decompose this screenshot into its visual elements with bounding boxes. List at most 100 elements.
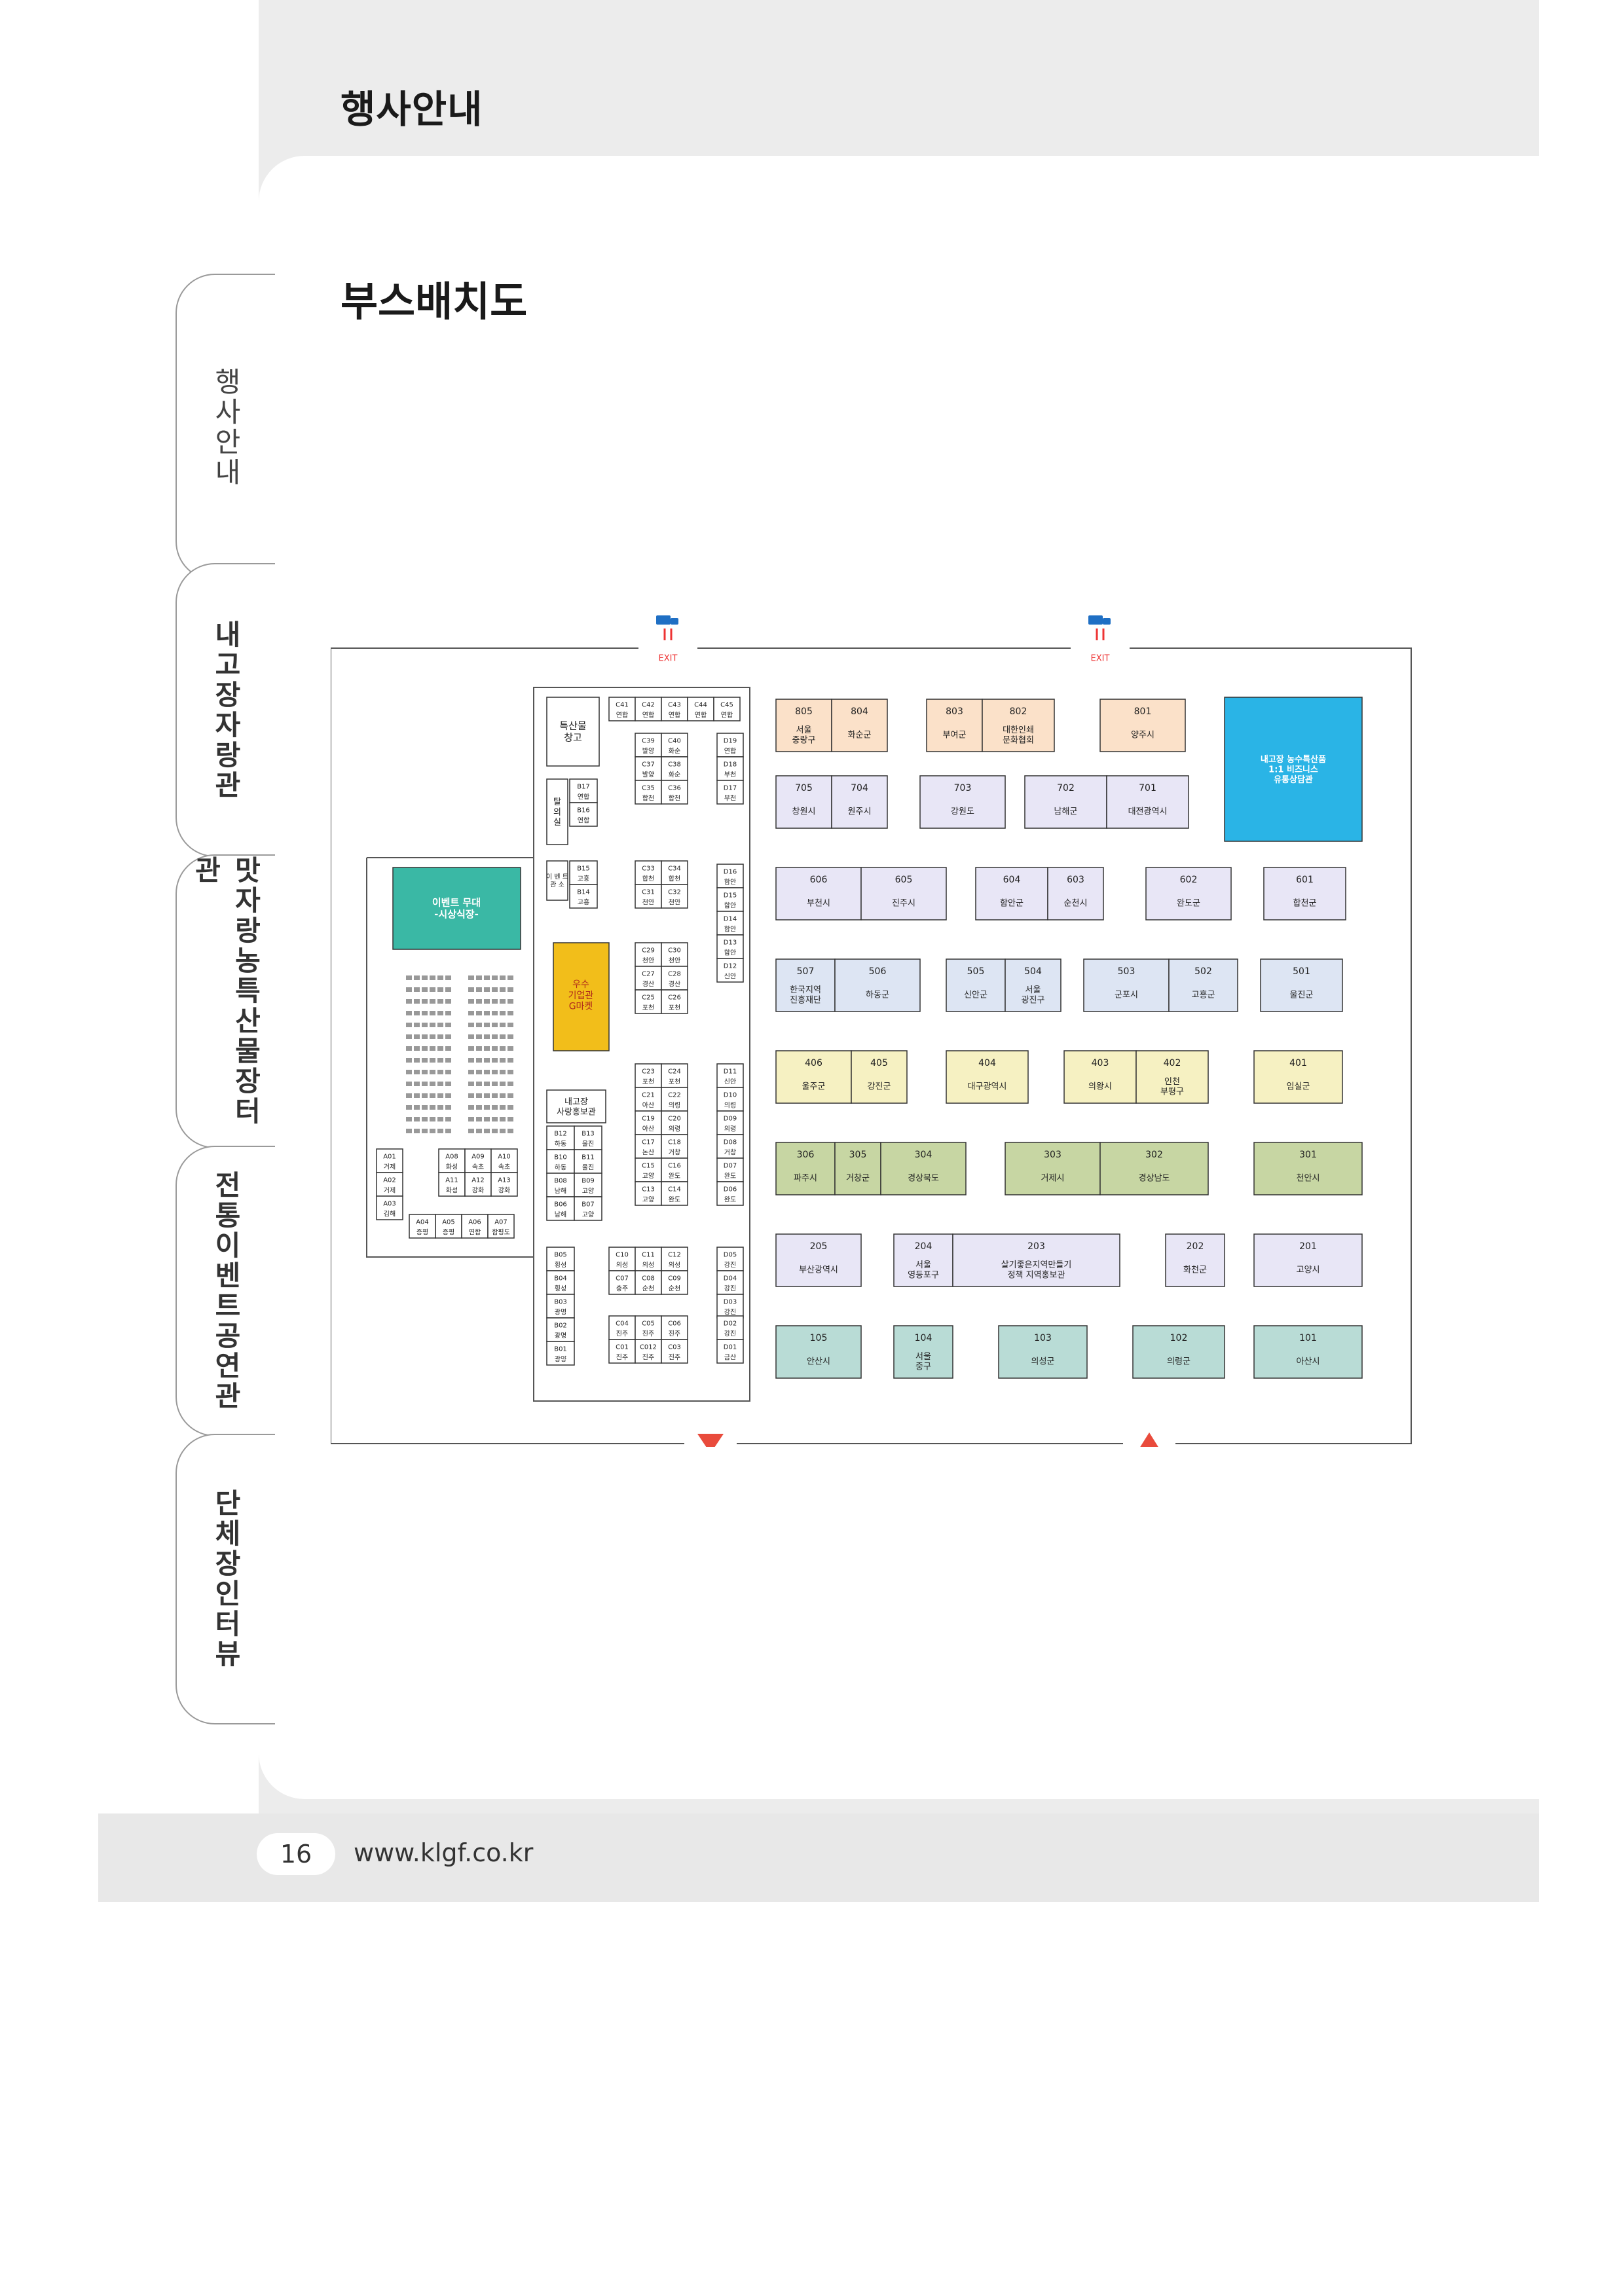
tab-local-pride[interactable]: 내고장자랑관 — [175, 563, 275, 857]
booth-number: D10 — [724, 1092, 737, 1099]
tab-food-market[interactable]: 맛자랑농특산물장터관 — [175, 854, 275, 1148]
booth-name: 거제 — [384, 1163, 396, 1171]
booth-small — [461, 1214, 489, 1239]
booth-small — [661, 966, 688, 991]
truck-icon — [656, 615, 671, 625]
booth-small — [546, 1294, 575, 1319]
chair-icon — [484, 1129, 490, 1133]
chair-icon — [437, 1011, 443, 1015]
chair-icon — [476, 1082, 482, 1086]
booth-number: C10 — [616, 1252, 629, 1259]
booth — [952, 1233, 1120, 1287]
tab-label: 전통이벤트공연관 — [210, 1171, 242, 1412]
booth-name: 거창 — [669, 1149, 680, 1157]
chair-icon — [406, 1034, 412, 1039]
tab-traditional-events[interactable]: 전통이벤트공연관 — [175, 1146, 275, 1436]
chair-icon — [507, 999, 513, 1004]
booth-name: 화성 — [446, 1187, 458, 1195]
chair-icon — [468, 1093, 474, 1098]
chair-icon — [507, 1034, 513, 1039]
booth-number: D12 — [724, 963, 737, 970]
booth-small — [661, 884, 688, 909]
truck-cab-icon — [671, 618, 678, 625]
booth-number: C27 — [642, 971, 655, 978]
booth-number: C43 — [668, 702, 681, 709]
booth-name: 의성 — [616, 1262, 628, 1269]
tab-label: 행사안내 — [210, 367, 242, 488]
booth-name: 광명 — [555, 1332, 566, 1340]
chair-icon — [484, 987, 490, 992]
chair-icon — [414, 987, 420, 992]
booth-small — [608, 1247, 636, 1271]
chair-icon — [500, 999, 506, 1004]
booth-small — [435, 1214, 462, 1239]
booth-name: 하동군 — [866, 991, 889, 1000]
booth-number: C36 — [668, 785, 681, 792]
exit-marker — [656, 615, 678, 640]
booth-name: 증평 — [416, 1229, 428, 1237]
chair-icon — [500, 987, 506, 992]
booth-number: B14 — [577, 889, 590, 896]
chair-icon — [414, 1011, 420, 1015]
chair-icon — [437, 1093, 443, 1098]
chair-icon — [422, 1129, 428, 1133]
chair-icon — [414, 975, 420, 980]
booth-name: 의성 — [669, 1262, 680, 1269]
booth — [1063, 1050, 1137, 1104]
booth — [893, 1325, 953, 1379]
chair-icon — [422, 1046, 428, 1051]
booth-small — [490, 1172, 518, 1197]
booth-small — [376, 1172, 403, 1197]
booth-name: 신안군 — [964, 991, 987, 1000]
booth-name: 양주시 — [1131, 731, 1154, 740]
booth-name: 광명 — [555, 1309, 566, 1317]
booth — [1253, 1050, 1343, 1104]
booth-name: 금산 — [724, 1354, 736, 1362]
booth-name: 울진 — [582, 1164, 594, 1172]
booth-name: 거창군 — [846, 1174, 870, 1184]
booth-name: 강진 — [724, 1309, 736, 1317]
chair-icon — [422, 1070, 428, 1074]
booth — [1099, 1142, 1209, 1195]
booth-number: C39 — [642, 738, 655, 745]
booth — [975, 867, 1048, 920]
booth-number: 803 — [946, 706, 963, 717]
booth-number: 505 — [967, 966, 985, 977]
booth-number: 205 — [810, 1241, 828, 1252]
booth-name: 발양 — [642, 771, 654, 779]
booth — [775, 1233, 862, 1287]
booth-number: 105 — [810, 1333, 828, 1343]
booth-name: 강원도 — [951, 807, 974, 817]
booth-name: 의령 — [724, 1102, 736, 1110]
booth-number: A10 — [498, 1154, 511, 1161]
chair-icon — [414, 999, 420, 1004]
booth-number: C04 — [616, 1321, 629, 1328]
chair-icon — [484, 1093, 490, 1098]
chair-icon — [406, 1070, 412, 1074]
booth-name: 순천시 — [1064, 899, 1088, 909]
chair-icon — [468, 1011, 474, 1015]
chair-icon — [406, 1023, 412, 1027]
chair-icon — [492, 1058, 498, 1063]
chair-icon — [476, 1129, 482, 1133]
booth — [1253, 1142, 1363, 1195]
booth-name: 천안 — [669, 957, 680, 965]
booth-small — [687, 697, 714, 721]
booth-name: 포천 — [669, 1078, 680, 1086]
booth-number: C012 — [640, 1344, 657, 1351]
booth-small — [569, 884, 598, 909]
booth-number: A04 — [416, 1219, 429, 1226]
event-stage-label: 이벤트 무대-시상식장- — [432, 896, 481, 920]
tab-event-info[interactable]: 행사안내 — [175, 274, 275, 581]
chair-icon — [492, 1046, 498, 1051]
tab-interview[interactable]: 단체장인터뷰 — [175, 1434, 275, 1724]
booth-name: 의령군 — [1167, 1357, 1190, 1367]
chair-icon — [492, 1034, 498, 1039]
chair-icon — [484, 1023, 490, 1027]
booth-small — [635, 780, 662, 805]
